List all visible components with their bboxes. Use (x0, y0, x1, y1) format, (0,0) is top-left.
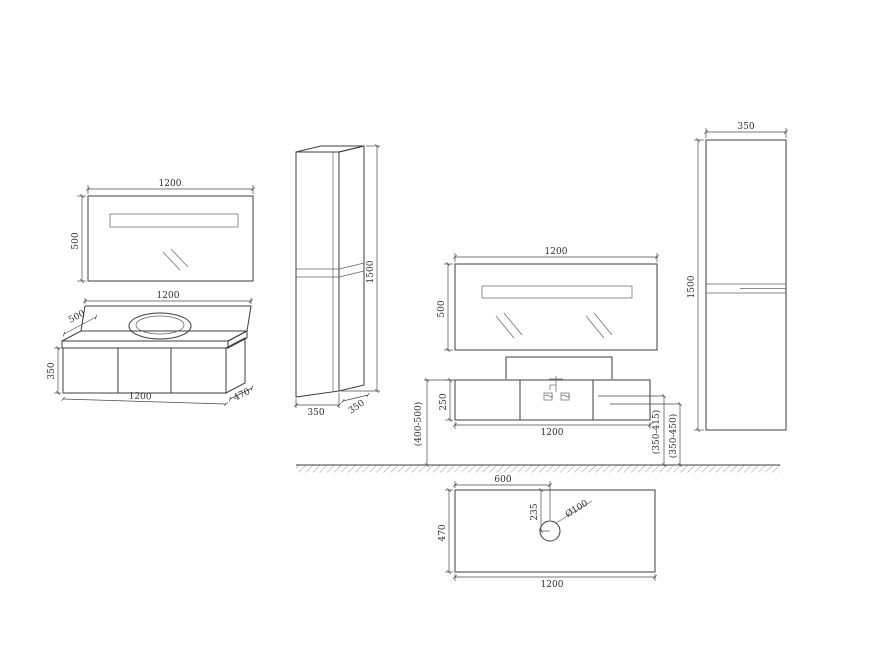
dim-vanity-top-width: 1200 (83, 291, 253, 304)
dim-label-drain-offset: 235 (530, 503, 540, 520)
dim-column-front-width: 350 (704, 122, 788, 138)
dim-mirror-front-height: 500 (437, 262, 453, 352)
dim-label-drain-height: (350-415) (651, 410, 662, 454)
dim-vanity-front-width: 1200 (453, 422, 652, 438)
mirror-left-frame (87, 195, 254, 282)
dim-column-persp-width: 350 (294, 393, 341, 418)
dim-label-mirror-front-width: 1200 (545, 247, 568, 257)
dim-label-mirror-left-height: 500 (71, 232, 81, 249)
dim-label-install-height: (400-500) (413, 402, 424, 446)
dim-vanity-bottom-width: 1200 (60, 392, 229, 406)
view-mirror-front: 1200 500 (437, 247, 659, 352)
dim-label-basin-offset: 600 (494, 475, 511, 485)
vanity-counter-side (227, 330, 248, 349)
dim-column-persp-height: 1500 (341, 144, 380, 393)
dim-mirror-front-width: 1200 (453, 247, 659, 262)
dim-label-vanity-bottom-width: 1200 (128, 392, 152, 403)
dim-label-countertop-width: 1200 (541, 580, 564, 590)
dim-install-height: (400-500) (413, 378, 455, 467)
dim-label-vanity-front-height: 250 (439, 393, 449, 410)
dim-label-countertop-depth: 470 (438, 524, 448, 541)
dim-column-front-height: 1500 (687, 138, 704, 432)
dim-drain-height: (350-415) (598, 394, 666, 467)
dim-mirror-left-width: 1200 (86, 179, 255, 194)
dim-label-column-front-height: 1500 (687, 275, 697, 298)
dim-label-vanity-front-width: 1200 (541, 428, 564, 438)
dim-drain-offset: 235 (530, 488, 550, 533)
basin-inner (135, 315, 185, 335)
mirror-mount-outline (505, 356, 613, 379)
mirror-front-light-strip (481, 285, 633, 299)
dim-countertop-depth: 470 (438, 488, 453, 574)
dim-countertop-width: 1200 (453, 574, 657, 590)
ground-line (296, 464, 780, 473)
vanity-cabinet-side (225, 337, 246, 394)
dim-supply-height: (350-450) (610, 402, 682, 467)
view-vanity-perspective: 1200 500 350 1200 470 (47, 291, 254, 406)
dim-label-mirror-left-width: 1200 (159, 179, 182, 189)
basin-outer (128, 312, 192, 340)
dim-label-supply-height: (350-450) (668, 414, 679, 458)
dim-label-vanity-height: 350 (47, 362, 57, 379)
dim-label-mirror-front-height: 500 (437, 300, 447, 317)
column-front-body (705, 139, 787, 431)
dim-vanity-height: 350 (47, 346, 61, 395)
ground-hatch (296, 465, 780, 473)
dim-label-column-persp-width: 350 (307, 408, 324, 418)
dim-mirror-left-height: 500 (71, 194, 86, 283)
column-top-face (295, 145, 365, 153)
countertop-outline (454, 489, 656, 573)
dim-label-column-persp-height: 1500 (366, 260, 376, 283)
dim-label-column-front-width: 350 (737, 122, 754, 132)
dim-label-vanity-top-width: 1200 (157, 291, 180, 301)
faucet-symbol (543, 376, 571, 401)
view-tall-cabinet-front: 350 1500 (687, 122, 788, 432)
mirror-front-frame (454, 263, 658, 351)
dim-basin-offset: 600 (453, 475, 552, 520)
mirror-left-light-strip (109, 213, 239, 228)
vanity-front-body (454, 379, 651, 421)
view-mirror-left: 1200 500 (71, 179, 255, 283)
view-vanity-front: 250 1200 (400-500) (350-415) (350-450) (413, 376, 682, 467)
